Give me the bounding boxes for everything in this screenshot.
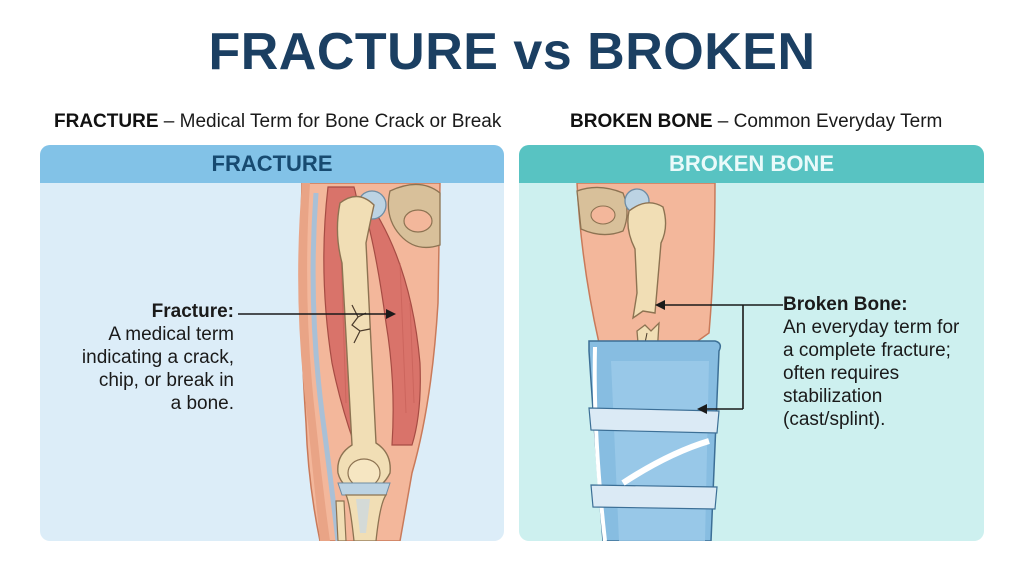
fracture-callout-line: indicating a crack,	[81, 347, 234, 368]
subtitle-separator: –	[712, 111, 734, 132]
subtitle-separator: –	[158, 111, 180, 132]
broken-bone-subtitle-term: BROKEN BONE	[570, 111, 713, 132]
broken-bone-callout-label: Broken Bone:	[783, 294, 908, 315]
broken-bone-callout-line: stabilization	[783, 386, 883, 407]
fracture-panel: FRACTURE Fracture: A medical te	[40, 145, 504, 541]
broken-bone-callout: Broken Bone: An everyday term for a comp…	[783, 293, 983, 431]
broken-bone-callout-line: An everyday term for	[783, 317, 960, 338]
fracture-callout-line: a bone.	[170, 393, 234, 414]
fracture-subtitle-term: FRACTURE	[54, 111, 159, 132]
fracture-callout-line: A medical term	[108, 324, 234, 345]
broken-bone-pointer-arrows-icon	[655, 300, 783, 414]
fracture-pointer-arrow-icon	[238, 309, 396, 319]
broken-bone-panel: BROKEN BONE Broken Bone: An everyday ter…	[519, 145, 984, 541]
broken-bone-subtitle-description: Common Everyday Term	[733, 111, 943, 132]
fracture-callout: Fracture: A medical term indicating a cr…	[40, 300, 234, 415]
fracture-callout-line: chip, or break in	[98, 370, 234, 391]
broken-bone-callout-line: a complete fracture;	[783, 340, 951, 361]
leg-broken-femur-splint-icon	[576, 183, 722, 541]
fracture-subtitle-description: Medical Term for Bone Crack or Break	[179, 111, 502, 132]
fracture-subtitle: FRACTURE – Medical Term for Bone Crack o…	[54, 111, 501, 133]
fracture-panel-header: FRACTURE	[40, 145, 504, 183]
page-title: FRACTURE vs BROKEN	[208, 23, 816, 81]
broken-bone-callout-line: often requires	[783, 363, 900, 384]
fracture-callout-label: Fracture:	[151, 301, 234, 322]
broken-bone-callout-line: (cast/splint).	[783, 409, 886, 430]
broken-bone-subtitle: BROKEN BONE – Common Everyday Term	[570, 111, 942, 133]
thigh-anatomy-cracked-femur-icon	[298, 183, 441, 541]
broken-bone-panel-header: BROKEN BONE	[519, 145, 984, 183]
